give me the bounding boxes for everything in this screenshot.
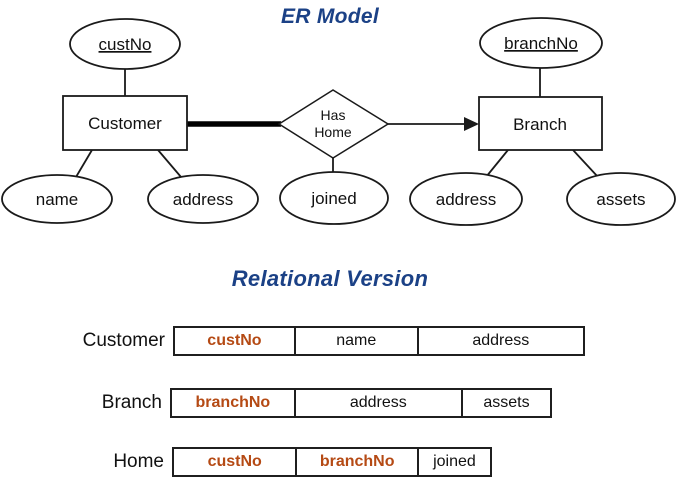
relationship-has-home: Has Home	[277, 89, 390, 159]
relation-label-customer: Customer	[82, 330, 165, 351]
relation-table-home: custNo branchNo joined	[172, 447, 492, 477]
svg-text:branchNo: branchNo	[504, 34, 578, 53]
svg-text:Customer: Customer	[88, 114, 162, 133]
connector-branch-assets	[572, 149, 599, 178]
svg-text:address: address	[436, 190, 496, 209]
relation-cell-branchno: branchNo	[172, 390, 294, 416]
svg-text:name: name	[36, 190, 79, 209]
svg-text:address: address	[173, 190, 233, 209]
svg-text:Home: Home	[314, 124, 352, 140]
relation-table-branch: branchNo address assets	[170, 388, 552, 418]
connector-customer-address	[157, 149, 182, 178]
relation-cell-custno: custNo	[174, 449, 296, 475]
attribute-address-customer: address	[147, 174, 259, 224]
relation-label-home: Home	[113, 451, 164, 472]
svg-text:Has: Has	[321, 107, 346, 123]
connector-branch-address	[485, 149, 509, 178]
entity-customer: Customer	[62, 95, 188, 151]
relation-cell-branchno: branchNo	[295, 449, 417, 475]
relation-cell-address: address	[416, 328, 583, 354]
relation-cell-joined: joined	[416, 449, 490, 475]
er-model-title: ER Model	[280, 5, 380, 28]
relation-cell-name: name	[293, 328, 417, 354]
attribute-name: name	[1, 174, 113, 224]
attribute-address-branch: address	[409, 172, 523, 226]
relational-version-title: Relational Version	[231, 266, 429, 291]
svg-text:joined: joined	[310, 189, 356, 208]
relation-cell-assets: assets	[460, 390, 550, 416]
svg-text:assets: assets	[596, 190, 645, 209]
relation-label-branch: Branch	[101, 392, 162, 413]
attribute-joined: joined	[279, 171, 389, 225]
attribute-branchno: branchNo	[479, 17, 603, 69]
svg-text:Branch: Branch	[513, 115, 567, 134]
relation-table-customer: custNo name address	[173, 326, 585, 356]
arrowhead-to-branch-icon	[464, 117, 479, 131]
relation-cell-address: address	[293, 390, 461, 416]
connector-customer-name	[75, 149, 93, 178]
relation-cell-custno: custNo	[175, 328, 294, 354]
attribute-custno: custNo	[69, 18, 181, 70]
attribute-assets: assets	[566, 172, 676, 226]
er-diagram: custNo branchNo name address joined addr…	[1, 17, 676, 226]
entity-branch: Branch	[478, 96, 603, 151]
svg-text:custNo: custNo	[99, 35, 152, 54]
